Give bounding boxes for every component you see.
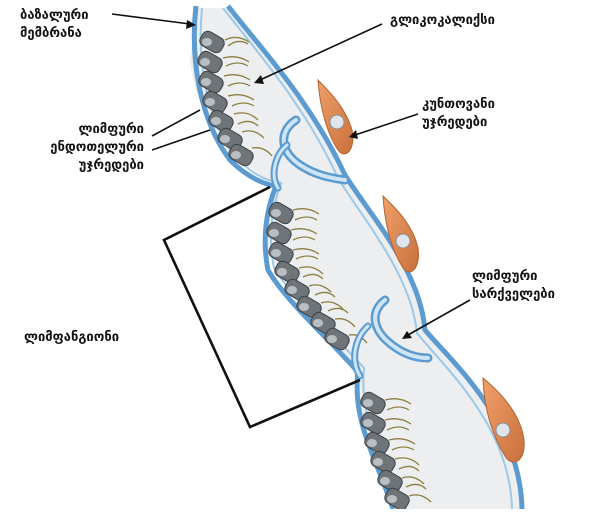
label-basal-membrane: ბაზალური მემბრანა	[20, 7, 89, 43]
label-basal-membrane-line2: მემბრანა	[20, 25, 89, 43]
label-glycocalyx: გლიკოკალიქსი	[390, 12, 495, 30]
label-endothelial-cells-line3: უჯრედები	[50, 157, 144, 175]
label-lymph-valves: ლიმფური სარქველები	[472, 268, 555, 304]
label-lymph-valves-line1: ლიმფური	[472, 268, 555, 286]
label-glycocalyx-text: გლიკოკალიქსი	[390, 12, 495, 30]
pointer-endothelial-b	[152, 130, 210, 150]
label-muscle-cells-line1: კუნთოვანი	[422, 96, 495, 114]
pointer-basal-membrane	[112, 14, 190, 24]
label-endothelial-cells-line1: ლიმფური	[50, 121, 144, 139]
pointer-muscle-cells	[355, 114, 418, 135]
label-endothelial-cells: ლიმფური ენდოთელური უჯრედები	[50, 121, 144, 175]
label-basal-membrane-line1: ბაზალური	[20, 7, 89, 25]
label-muscle-cells: კუნთოვანი უჯრედები	[422, 96, 495, 132]
label-lymphangion-text: ლიმფანგიონი	[24, 329, 119, 347]
label-lymph-valves-line2: სარქველები	[472, 286, 555, 304]
label-lymphangion: ლიმფანგიონი	[24, 329, 119, 347]
label-muscle-cells-line2: უჯრედები	[422, 114, 495, 132]
pointer-glycocalyx	[260, 24, 382, 80]
pointer-endothelial-a	[152, 110, 200, 136]
label-endothelial-cells-line2: ენდოთელური	[50, 139, 144, 157]
